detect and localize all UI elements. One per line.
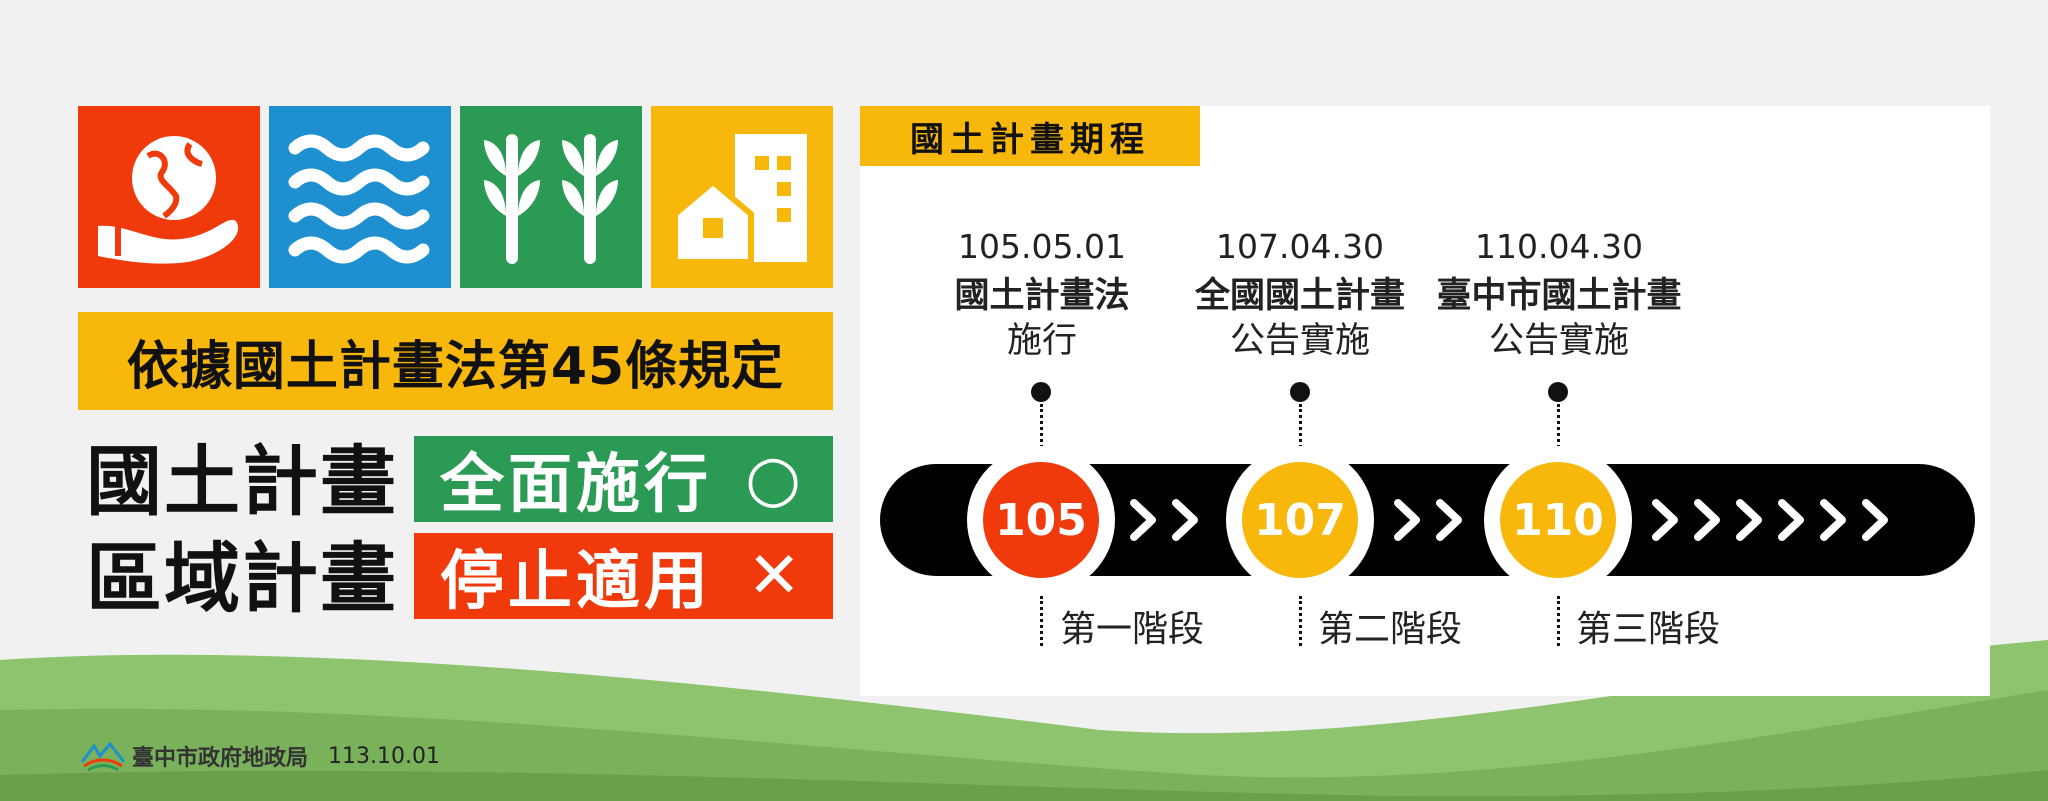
- law-basis-banner: 依據國土計畫法第45條規定: [78, 312, 833, 410]
- year-marker-107: 107: [1226, 446, 1374, 594]
- milestone-date: 105.05.01: [958, 227, 1126, 266]
- milestone-sub: 公告實施: [1229, 321, 1370, 361]
- status-text: 停止適用: [440, 545, 712, 619]
- milestone-105: 105.05.01 國土計畫法 施行: [902, 230, 1182, 359]
- sprout-plants-tile: [460, 106, 642, 288]
- earth-in-hand-tile: [78, 106, 260, 288]
- chevron-right-icon: [1394, 499, 1462, 541]
- regional-plan-label: 區域計畫: [86, 534, 398, 623]
- milestone-title: 全國國土計畫: [1194, 276, 1405, 316]
- year-label: 105: [983, 462, 1099, 578]
- chevron-right-icon: [1130, 499, 1198, 541]
- milestone-date: 110.04.30: [1475, 227, 1643, 266]
- stage-divider: [1299, 596, 1302, 646]
- milestone-title: 國土計畫法: [954, 276, 1130, 316]
- stage-divider: [1557, 596, 1560, 646]
- footer: 臺中市政府地政局 113.10.01: [80, 740, 440, 772]
- milestone-sub: 公告實施: [1488, 321, 1629, 361]
- milestone-sub: 施行: [1006, 321, 1077, 361]
- milestone-dot: [1290, 382, 1310, 402]
- stage-label: 第一階段: [1059, 609, 1204, 650]
- milestone-title: 臺中市國土計畫: [1436, 276, 1682, 316]
- milestone-dot: [1031, 382, 1051, 402]
- status-text: 全面施行: [440, 448, 712, 522]
- connector-line: [1299, 404, 1302, 448]
- stage-label: 第二階段: [1317, 609, 1462, 650]
- schedule-panel-title: 國土計畫期程: [860, 106, 1200, 166]
- milestone-110: 110.04.30 臺中市國土計畫 公告實施: [1419, 230, 1699, 359]
- year-marker-105: 105: [967, 446, 1115, 594]
- milestone-dot: [1548, 382, 1568, 402]
- schedule-panel: [860, 106, 1990, 696]
- house-building-tile: [651, 106, 833, 288]
- year-marker-110: 110: [1484, 446, 1632, 594]
- stage-label: 第三階段: [1575, 609, 1720, 650]
- national-plan-label: 國土計畫: [86, 437, 398, 526]
- house-building-icon: [672, 134, 807, 265]
- earth-in-hand-icon: [98, 136, 239, 264]
- org-name: 臺中市政府地政局: [132, 745, 309, 771]
- cross-icon: ✕: [747, 539, 801, 613]
- year-label: 110: [1500, 462, 1616, 578]
- milestone-107: 107.04.30 全國國土計畫 公告實施: [1160, 230, 1440, 359]
- milestone-date: 107.04.30: [1216, 227, 1384, 266]
- circle-icon: ○: [745, 442, 801, 516]
- connector-line: [1557, 404, 1560, 448]
- status-full-implementation: 全面施行 ○: [414, 436, 833, 522]
- footer-date: 113.10.01: [328, 743, 440, 769]
- stage-divider: [1040, 596, 1043, 646]
- water-waves-icon: [288, 134, 430, 264]
- year-label: 107: [1242, 462, 1358, 578]
- water-waves-tile: [269, 106, 451, 288]
- grass-hills-background: [0, 640, 2048, 801]
- chevron-right-icon: [1652, 499, 1888, 541]
- org-logo-icon: [80, 741, 126, 772]
- connector-line: [1040, 404, 1043, 448]
- sprout-plants-icon: [484, 134, 618, 264]
- status-discontinued: 停止適用 ✕: [414, 533, 833, 619]
